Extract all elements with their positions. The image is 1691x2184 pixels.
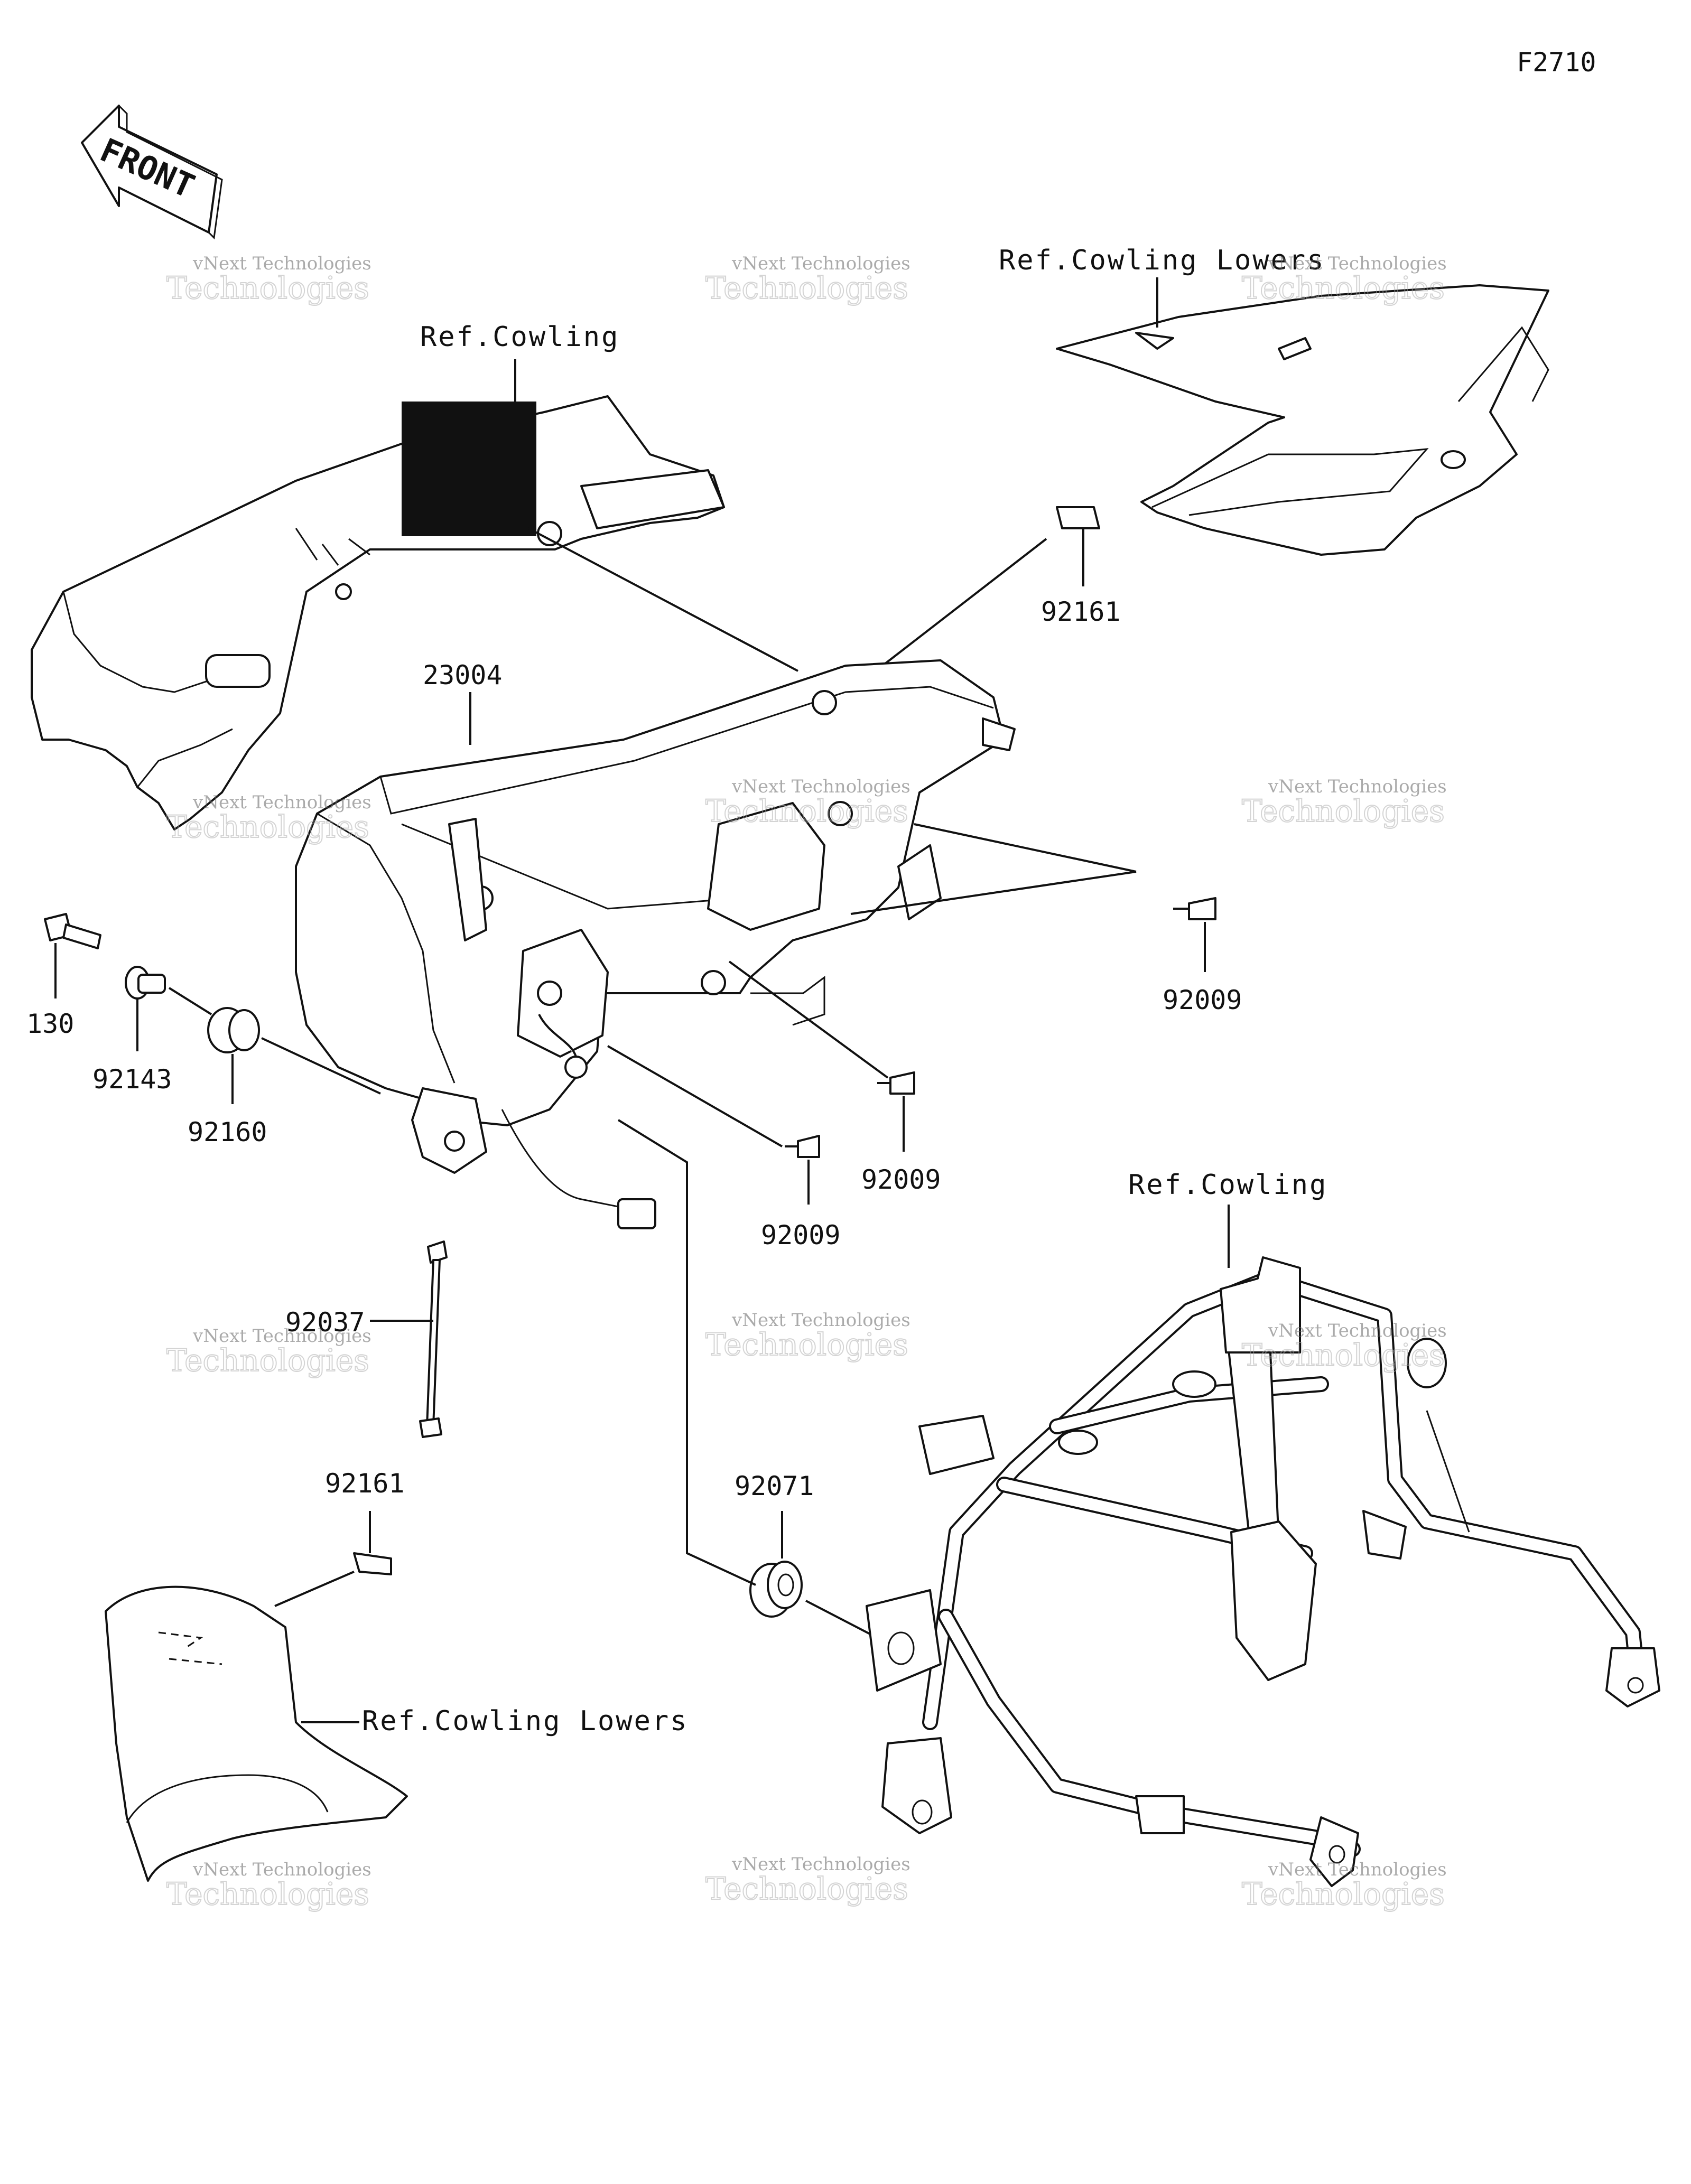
svg-text:Technologies: Technologies [705, 270, 908, 306]
ref-cowling-lowers-bottom-label: Ref.Cowling Lowers [362, 1705, 689, 1737]
watermark-group: vNext Technologies Technologies vNext Te… [166, 253, 1447, 1912]
svg-text:Technologies: Technologies [166, 1876, 369, 1912]
svg-text:vNext Technologies: vNext Technologies [1268, 1320, 1447, 1341]
part-number-collar: 92143 [92, 1064, 172, 1095]
ref-cowling-frame-label: Ref.Cowling [1128, 1169, 1327, 1201]
svg-text:Technologies: Technologies [705, 1327, 908, 1362]
part-number-screw-low: 92009 [761, 1220, 841, 1250]
part-number-screw-mid: 92009 [861, 1164, 941, 1195]
screw-right-part [1173, 897, 1216, 920]
svg-text:vNext Technologies: vNext Technologies [192, 1859, 371, 1880]
front-direction-arrow-icon: FRONT [81, 105, 223, 240]
upper-cowling-illustration [31, 395, 725, 830]
blacked-out-area [402, 402, 536, 536]
part-number-band: 92037 [285, 1307, 365, 1338]
cowling-frame-illustration [866, 1256, 1660, 1887]
svg-text:Technologies: Technologies [166, 270, 369, 306]
pad-bottom-part [353, 1552, 392, 1575]
part-number-screw-right: 92009 [1163, 985, 1242, 1015]
cowling-lowers-top-illustration [1056, 284, 1549, 556]
svg-text:Technologies: Technologies [1242, 270, 1445, 306]
svg-text:Technologies: Technologies [166, 809, 369, 845]
svg-text:Technologies: Technologies [1242, 793, 1445, 829]
svg-text:vNext Technologies: vNext Technologies [731, 1854, 910, 1875]
pad-top-part [1056, 506, 1100, 529]
part-number-pad-bottom: 92161 [325, 1468, 405, 1499]
svg-text:vNext Technologies: vNext Technologies [1268, 253, 1447, 274]
svg-text:Technologies: Technologies [166, 1342, 369, 1378]
ref-cowling-top-label: Ref.Cowling [420, 321, 619, 353]
svg-text:vNext Technologies: vNext Technologies [731, 253, 910, 274]
part-number-grommet-bottom: 92071 [735, 1471, 814, 1501]
part-number-headlight: 23004 [423, 660, 503, 690]
svg-text:vNext Technologies: vNext Technologies [731, 776, 910, 797]
svg-text:vNext Technologies: vNext Technologies [192, 792, 371, 813]
ref-cowling-lowers-top-label: Ref.Cowling Lowers [999, 245, 1325, 276]
svg-text:Technologies: Technologies [1242, 1337, 1445, 1373]
svg-text:vNext Technologies: vNext Technologies [192, 253, 371, 274]
screw-low-part [785, 1135, 820, 1158]
svg-text:vNext Technologies: vNext Technologies [731, 1310, 910, 1331]
part-number-bolt: 130 [26, 1009, 74, 1039]
svg-text:vNext Technologies: vNext Technologies [1268, 1859, 1447, 1880]
grommet-left-part [207, 1007, 260, 1053]
part-number-pad-top: 92161 [1041, 596, 1121, 627]
headlight-assembly-illustration [295, 659, 1016, 1229]
collar-part [125, 966, 166, 1000]
svg-text:vNext Technologies: vNext Technologies [192, 1326, 371, 1347]
svg-text:Technologies: Technologies [1242, 1876, 1445, 1912]
cowling-lowers-bottom-illustration [105, 1585, 408, 1882]
svg-text:vNext Technologies: vNext Technologies [1268, 776, 1447, 797]
part-number-grommet-left: 92160 [188, 1117, 267, 1147]
svg-text:Technologies: Technologies [705, 793, 908, 829]
band-part [419, 1240, 448, 1438]
screw-mid-part [877, 1071, 915, 1095]
grommet-bottom-part [749, 1561, 803, 1618]
figure-code: F2710 [1517, 47, 1596, 78]
bolt-part [44, 913, 101, 949]
svg-text:Technologies: Technologies [705, 1871, 908, 1907]
